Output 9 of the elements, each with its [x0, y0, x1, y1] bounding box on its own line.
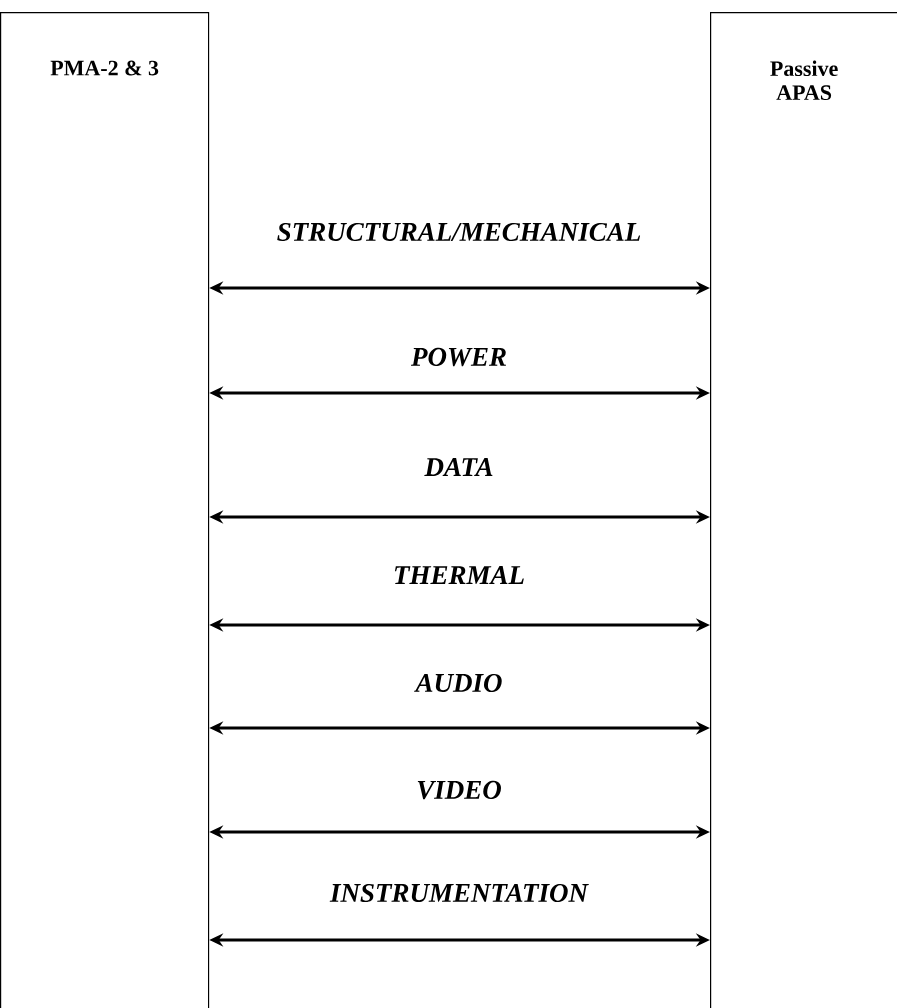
- edge-label: VIDEO: [417, 780, 501, 800]
- edge-label: DATA: [424, 458, 493, 476]
- edge-label: AUDIO: [414, 673, 502, 693]
- edge-label: STRUCTURAL/MECHANICAL: [277, 222, 641, 242]
- interface-box: PMA-2 & 3: [0, 12, 210, 1008]
- edge-label: THERMAL: [394, 566, 524, 584]
- edge-label: POWER: [411, 347, 506, 367]
- edge-label: INSTRUMENTATION: [329, 883, 589, 903]
- interface-box: Passive APAS: [710, 12, 897, 1008]
